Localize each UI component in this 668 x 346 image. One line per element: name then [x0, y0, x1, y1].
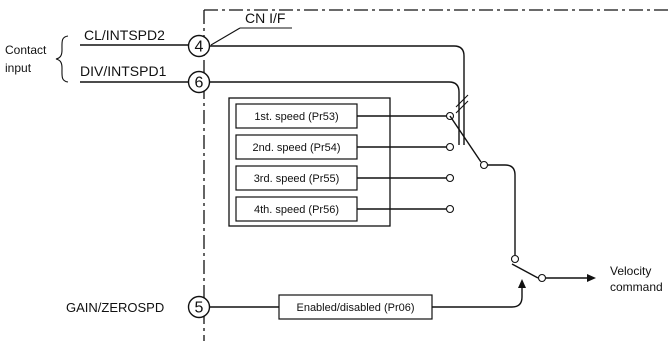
contact-input-brace	[55, 35, 69, 83]
control-line-terminal-4	[210, 45, 465, 145]
speed-label-3: 3rd. speed (Pr55)	[254, 173, 340, 185]
zero-switch-input-contact	[510, 254, 520, 264]
selector-output-line	[488, 164, 516, 255]
speed-label-1: 1st. speed (Pr53)	[254, 111, 338, 123]
enable-control-line	[432, 288, 523, 308]
contact-input-label-line2: input	[5, 61, 32, 75]
selector-contact-3	[445, 173, 455, 183]
speed-box-3	[235, 165, 358, 191]
terminal-5	[187, 295, 211, 319]
enable-box	[278, 294, 433, 320]
bus-slash-mark-1	[455, 100, 469, 114]
signal-label-cl-intspd2: CL/INTSPD2	[84, 27, 165, 43]
boundary-label: CN I/F	[245, 10, 285, 26]
zero-switch-blade	[511, 263, 539, 279]
control-line-terminal-6	[210, 81, 460, 145]
bus-slash-mark-2	[455, 94, 469, 108]
output-label-line2: command	[610, 280, 663, 294]
signal-label-gain-zerospd: GAIN/ZEROSPD	[66, 300, 164, 315]
terminal-5-number: 5	[195, 300, 204, 317]
signal-label-div-intspd1: DIV/INTSPD1	[80, 63, 167, 79]
speed-label-4: 4th. speed (Pr56)	[254, 204, 339, 216]
terminal-4	[187, 34, 211, 58]
boundary-label-leader	[210, 27, 241, 46]
terminal-6-number: 6	[195, 75, 204, 92]
zero-switch-output-contact	[537, 273, 547, 283]
terminal-6	[187, 70, 211, 94]
velocity-command-arrow	[587, 274, 596, 282]
contact-input-label-line1: Contact	[5, 43, 47, 57]
enable-box-label: Enabled/disabled (Pr06)	[296, 302, 414, 314]
selector-contact-2	[445, 142, 455, 152]
terminal-4-number: 4	[195, 39, 204, 56]
output-label-line1: Velocity	[610, 264, 651, 278]
speed-box-1	[235, 103, 358, 129]
selector-switch-blade	[449, 115, 482, 163]
selector-contact-4	[445, 204, 455, 214]
speed-label-2: 2nd. speed (Pr54)	[252, 142, 340, 154]
selector-switch-common	[479, 160, 489, 170]
enable-control-arrow	[518, 279, 526, 288]
